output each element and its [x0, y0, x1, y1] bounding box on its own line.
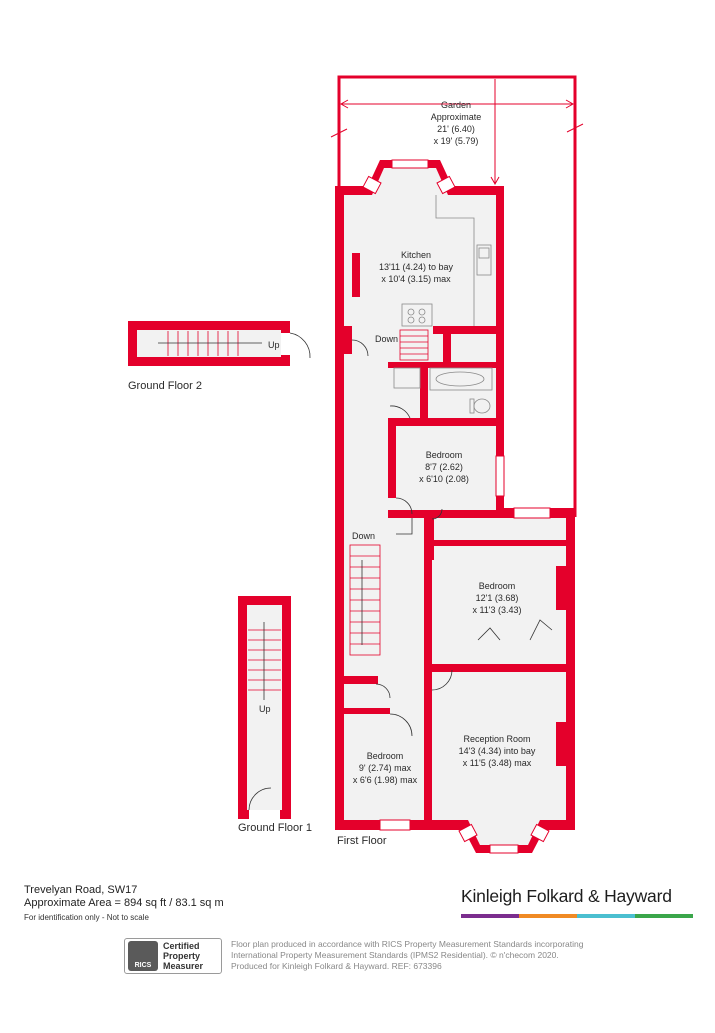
rics-line1: Certified	[163, 941, 200, 951]
floor-label-first: First Floor	[337, 835, 387, 847]
floor-label-ground-2: Ground Floor 2	[128, 380, 202, 392]
disclaimer-line1: Floor plan produced in accordance with R…	[231, 939, 584, 949]
bedroom-lower-name: Bedroom	[367, 751, 404, 761]
garden-line3: 21' (6.40)	[437, 124, 475, 134]
stairs-up-label-gf1: Up	[259, 704, 271, 714]
bedroom-upper-line3: x 6'10 (2.08)	[419, 474, 469, 484]
scale-note: For identification only - Not to scale	[24, 913, 149, 922]
bedroom-upper-line2: 8'7 (2.62)	[425, 462, 463, 472]
garden-name: Garden	[441, 100, 471, 110]
garden-dimension-arrows	[330, 79, 584, 186]
reception-line3: x 11'5 (3.48) max	[463, 758, 532, 768]
address: Trevelyan Road, SW17	[24, 884, 138, 896]
rics-line2: Property	[163, 951, 201, 961]
bedroom-middle-line2: 12'1 (3.68)	[476, 593, 519, 603]
brand-bar-orange	[519, 914, 577, 918]
disclaimer-line2: International Property Measurement Stand…	[231, 950, 559, 960]
reception-line2: 14'3 (4.34) into bay	[459, 746, 536, 756]
stairs-up-label-gf2: Up	[268, 340, 280, 350]
approximate-area: Approximate Area = 894 sq ft / 83.1 sq m	[24, 897, 224, 909]
reception-name: Reception Room	[463, 734, 530, 744]
brand-bar-cyan	[577, 914, 635, 918]
fixtures	[393, 195, 493, 414]
brand-name: Kinleigh Folkard & Hayward	[461, 886, 672, 906]
ground-floor-2	[128, 321, 311, 366]
garden-outline	[337, 75, 577, 517]
bedroom-lower-line2: 9' (2.74) max	[359, 763, 412, 773]
brand-bar-purple	[461, 914, 519, 918]
kitchen-line2: 13'11 (4.24) to bay	[379, 262, 454, 272]
rics-badge: RICS Certified Property Measurer	[124, 938, 222, 974]
ground-floor-1	[238, 596, 291, 819]
disclaimer: Floor plan produced in accordance with R…	[231, 939, 611, 972]
rics-line3: Measurer	[163, 961, 204, 971]
floor-label-ground-1: Ground Floor 1	[238, 822, 312, 834]
internal-walls	[344, 253, 566, 820]
bedroom-middle-line3: x 11'3 (3.43)	[472, 605, 521, 615]
garden-line2: Approximate	[431, 112, 482, 122]
bedroom-lower-line3: x 6'6 (1.98) max	[353, 775, 418, 785]
disclaimer-line3: Produced for Kinleigh Folkard & Hayward.…	[231, 961, 442, 971]
brand-color-bar	[461, 914, 693, 918]
windows	[362, 159, 551, 854]
stairs-first-floor	[349, 329, 429, 656]
bedroom-middle-name: Bedroom	[479, 581, 516, 591]
bedroom-upper-name: Bedroom	[426, 450, 463, 460]
doors	[351, 339, 553, 737]
property-info: Trevelyan Road, SW17 Approximate Area = …	[24, 884, 324, 924]
rics-logo-icon: RICS	[128, 941, 158, 971]
brand-logo: Kinleigh Folkard & Hayward	[461, 886, 693, 918]
brand-bar-green	[635, 914, 693, 918]
garden-line4: x 19' (5.79)	[434, 136, 479, 146]
stairs-down-label-landing: Down	[352, 531, 375, 541]
first-floor-walls	[335, 160, 575, 853]
kitchen-name: Kitchen	[401, 250, 431, 260]
kitchen-line3: x 10'4 (3.15) max	[381, 274, 451, 284]
stairs-down-label-top: Down	[375, 334, 398, 344]
rics-badge-text: Certified Property Measurer	[163, 941, 203, 971]
